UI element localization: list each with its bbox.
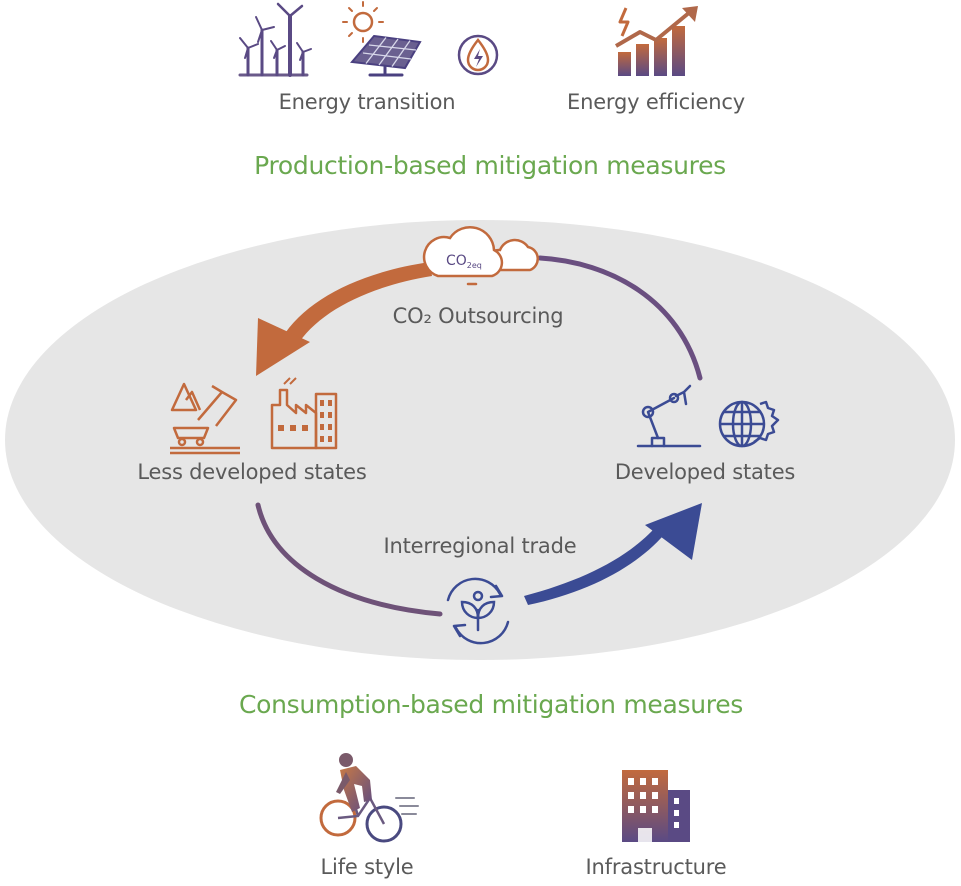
energy-efficiency-label: Energy efficiency: [567, 90, 745, 114]
efficiency-chart-icon: [614, 6, 698, 76]
developed-label: Developed states: [614, 460, 796, 484]
solar-panel-icon: [342, 1, 422, 77]
energy-transition-label: Energy transition: [278, 90, 456, 114]
energy-drop-icon: [457, 34, 499, 76]
factory-icon: [270, 377, 338, 450]
recycle-leaf-icon: [446, 577, 510, 645]
production-heading: Production-based mitigation measures: [254, 151, 726, 180]
co2-outsourcing-label: CO₂ Outsourcing: [392, 304, 564, 328]
life-style-label: Life style: [320, 855, 414, 879]
building-icon: [622, 770, 690, 842]
wind-turbines-icon: [238, 2, 312, 77]
less-developed-label: Less developed states: [137, 460, 367, 484]
cloud-co2-text: CO2eq: [446, 253, 482, 270]
trade-arrow: [255, 502, 702, 617]
globe-gear-icon: [718, 400, 780, 448]
background-ellipse: [5, 220, 955, 660]
infrastructure-label: Infrastructure: [585, 855, 727, 879]
outsourcing-arrow: [256, 255, 703, 381]
co2-cloud-icon: [422, 225, 539, 286]
robot-arm-icon: [636, 384, 702, 448]
cyclist-icon: [319, 753, 419, 843]
interregional-trade-label: Interregional trade: [383, 534, 577, 558]
consumption-heading: Consumption-based mitigation measures: [238, 690, 744, 719]
mining-icon: [170, 382, 240, 455]
